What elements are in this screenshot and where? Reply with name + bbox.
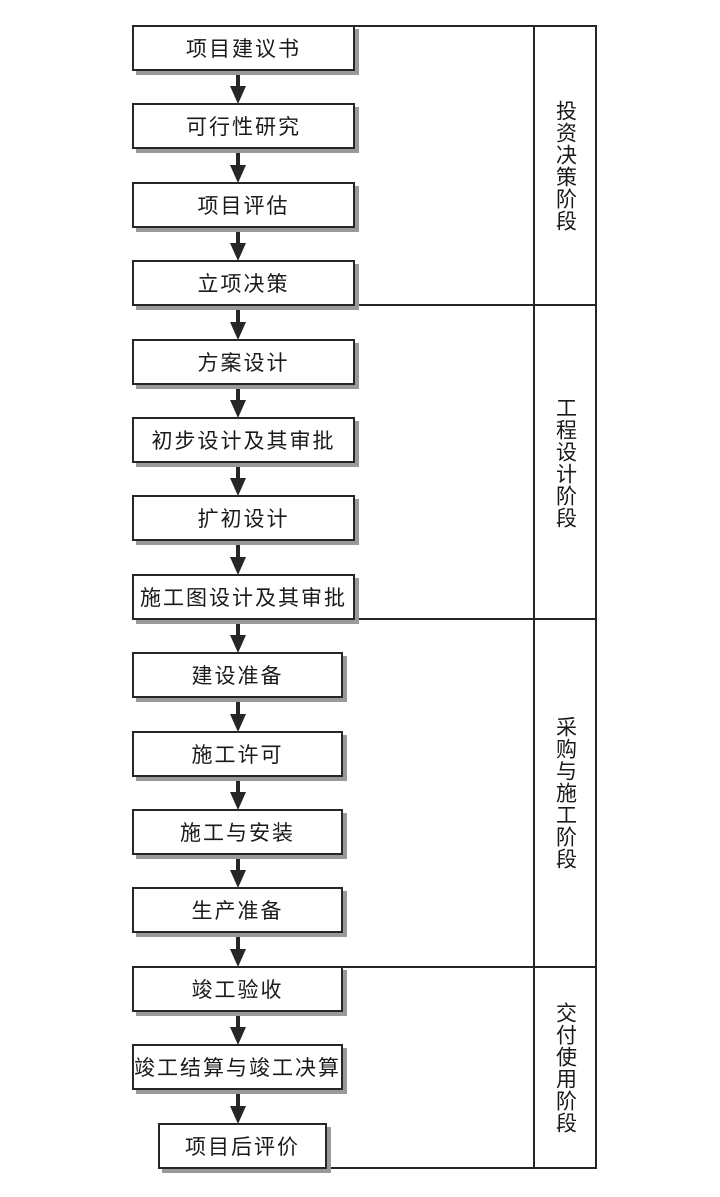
down-arrow-icon — [236, 697, 240, 716]
down-arrow-head-icon — [230, 1106, 246, 1124]
down-arrow-head-icon — [230, 557, 246, 575]
down-arrow-icon — [236, 854, 240, 872]
stage-boundary-line — [355, 25, 597, 27]
down-arrow-head-icon — [230, 1027, 246, 1045]
stage-column — [533, 25, 597, 1169]
flow-step-box: 方案设计 — [132, 339, 355, 385]
flow-step-box: 施工许可 — [132, 731, 343, 777]
down-arrow-head-icon — [230, 792, 246, 810]
stage-label: 采购与施工阶段 — [553, 716, 578, 870]
stage-section: 交付使用阶段 — [533, 966, 597, 1169]
down-arrow-icon — [236, 305, 240, 324]
flow-step-label: 方案设计 — [197, 351, 290, 375]
flow-step-label: 施工图设计及其审批 — [140, 586, 347, 610]
flow-step-box: 可行性研究 — [132, 103, 355, 149]
down-arrow-head-icon — [230, 949, 246, 967]
flow-step-box: 项目建议书 — [132, 25, 355, 71]
flow-step-box: 建设准备 — [132, 652, 343, 698]
flow-step-box: 施工与安装 — [132, 809, 343, 855]
down-arrow-icon — [236, 462, 240, 480]
down-arrow-head-icon — [230, 478, 246, 496]
down-arrow-head-icon — [230, 400, 246, 418]
flow-step-label: 施工与安装 — [180, 821, 295, 845]
flow-step-label: 项目后评价 — [185, 1135, 300, 1159]
flow-step-label: 项目评估 — [197, 194, 290, 218]
flow-step-label: 初步设计及其审批 — [151, 429, 336, 453]
down-arrow-icon — [236, 1011, 240, 1029]
flow-step-label: 立项决策 — [197, 272, 290, 296]
flow-step-label: 竣工结算与竣工决算 — [134, 1056, 341, 1080]
down-arrow-head-icon — [230, 635, 246, 653]
stage-label: 工程设计阶段 — [553, 397, 578, 529]
flow-step-box: 项目评估 — [132, 182, 355, 228]
down-arrow-icon — [236, 384, 240, 402]
down-arrow-icon — [236, 540, 240, 559]
flow-step-label: 生产准备 — [191, 899, 284, 923]
down-arrow-icon — [236, 1089, 240, 1108]
down-arrow-icon — [236, 227, 240, 245]
stage-label: 投资决策阶段 — [553, 99, 578, 232]
flow-step-box: 生产准备 — [132, 887, 343, 933]
flow-step-box: 项目后评价 — [158, 1123, 327, 1169]
down-arrow-head-icon — [230, 870, 246, 888]
stage-boundary-line — [355, 618, 597, 620]
stage-boundary-line — [343, 966, 597, 968]
flow-step-label: 项目建议书 — [186, 37, 301, 61]
flow-step-box: 立项决策 — [132, 260, 355, 306]
down-arrow-head-icon — [230, 165, 246, 183]
flow-step-box: 竣工验收 — [132, 966, 343, 1012]
down-arrow-icon — [236, 70, 240, 88]
down-arrow-head-icon — [230, 322, 246, 340]
down-arrow-head-icon — [230, 86, 246, 104]
flow-step-label: 建设准备 — [191, 664, 284, 688]
flow-step-label: 可行性研究 — [186, 115, 301, 139]
down-arrow-icon — [236, 932, 240, 951]
stage-section: 投资决策阶段 — [533, 25, 597, 306]
flow-step-box: 初步设计及其审批 — [132, 417, 355, 463]
flow-step-label: 竣工验收 — [191, 978, 284, 1002]
down-arrow-icon — [236, 619, 240, 637]
flow-step-box: 竣工结算与竣工决算 — [132, 1044, 343, 1090]
stage-section: 工程设计阶段 — [533, 306, 597, 620]
down-arrow-icon — [236, 776, 240, 794]
flow-step-box: 扩初设计 — [132, 495, 355, 541]
stage-boundary-line — [355, 304, 597, 306]
down-arrow-head-icon — [230, 243, 246, 261]
flow-step-box: 施工图设计及其审批 — [132, 574, 355, 620]
flow-step-label: 扩初设计 — [197, 507, 290, 531]
stage-boundary-line — [327, 1167, 597, 1169]
down-arrow-head-icon — [230, 714, 246, 732]
stage-section: 采购与施工阶段 — [533, 620, 597, 966]
down-arrow-icon — [236, 148, 240, 167]
stage-label: 交付使用阶段 — [553, 1001, 578, 1134]
flow-step-label: 施工许可 — [191, 743, 284, 767]
